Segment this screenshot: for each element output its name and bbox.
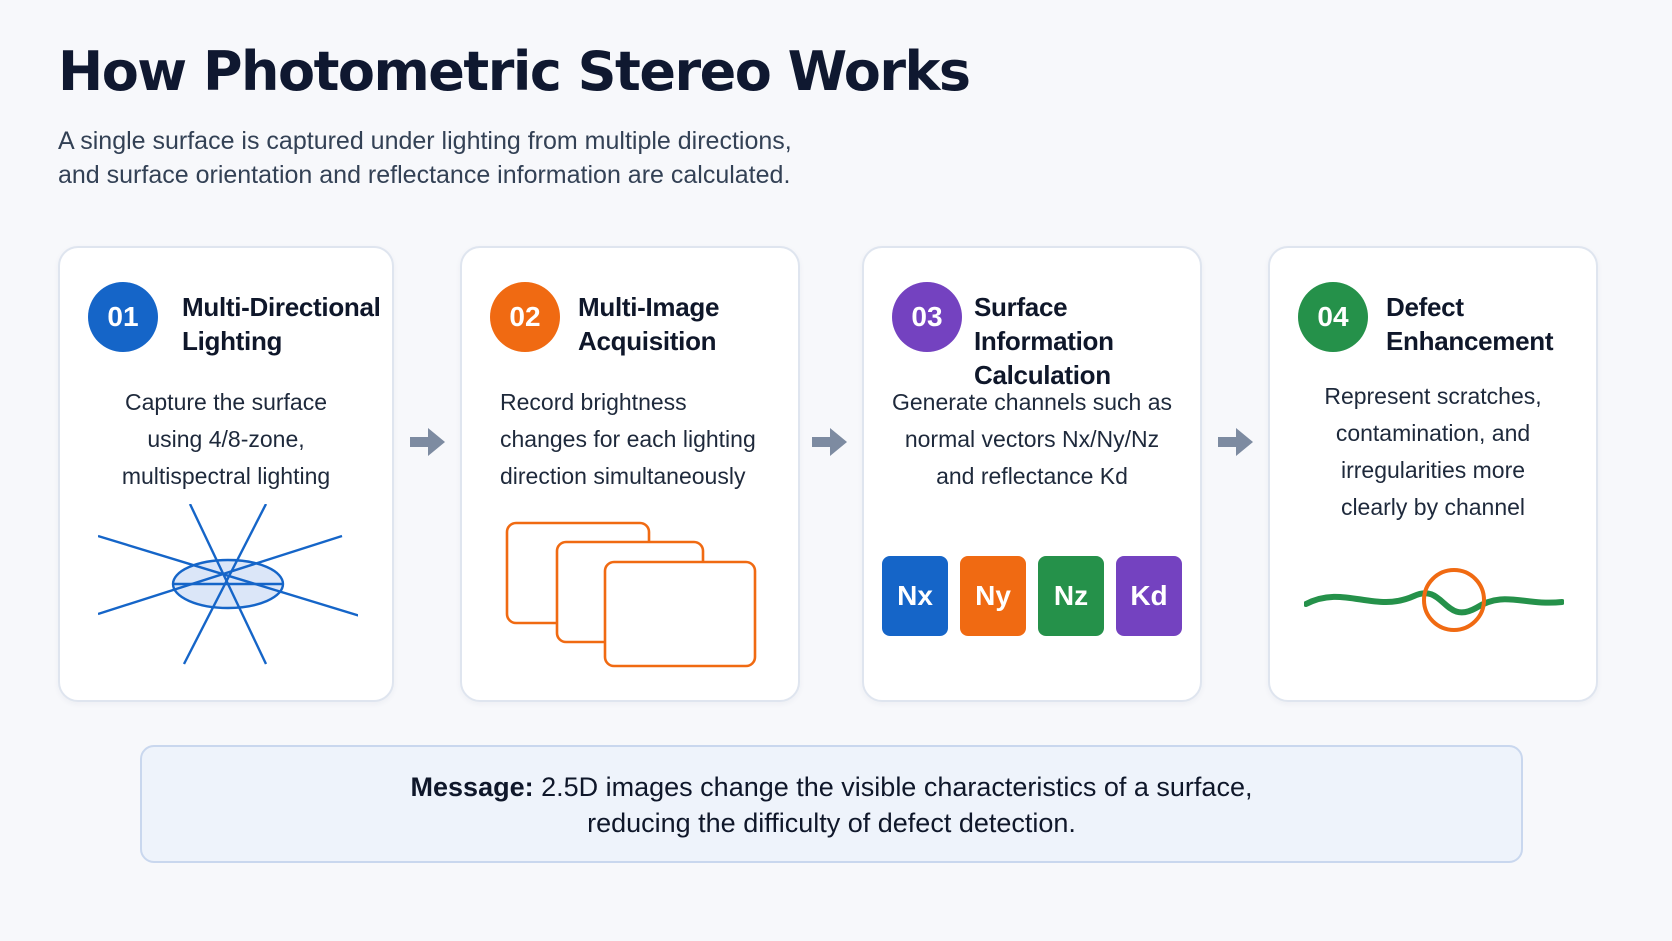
page-subtitle: A single surface is captured under light… — [58, 124, 958, 192]
message-label: Message: — [410, 772, 534, 802]
step-desc-line: contamination, and — [1335, 420, 1531, 446]
channel-chip-kd: Kd — [1116, 556, 1182, 636]
step-title-line: Acquisition — [578, 326, 717, 356]
step-title-line: Calculation — [974, 360, 1111, 390]
step-description: Record brightness changes for each light… — [500, 384, 788, 495]
message-line-1: 2.5D images change the visible character… — [541, 772, 1253, 802]
step-title-line: Defect — [1386, 292, 1464, 322]
step-title-line: Lighting — [182, 326, 283, 356]
step-card-1: 01 Multi-Directional Lighting Capture th… — [58, 246, 394, 702]
subtitle-line: and surface orientation and reflectance … — [58, 161, 791, 189]
step-desc-line: Generate channels such as — [891, 389, 1172, 415]
step-desc-line: multispectral lighting — [121, 463, 331, 489]
step-title: Surface Information Calculation — [974, 290, 1200, 392]
step-desc-line: clearly by channel — [1340, 494, 1526, 520]
step-desc-line: Represent scratches, — [1324, 383, 1542, 409]
page-title: How Photometric Stereo Works — [58, 40, 971, 103]
step-desc-line: and reflectance Kd — [936, 463, 1128, 489]
step-number-badge: 04 — [1298, 282, 1368, 352]
stacked-frames-icon — [505, 521, 757, 668]
step-desc-line: using 4/8-zone, — [147, 426, 305, 452]
step-description: Represent scratches, contamination, and … — [1280, 378, 1586, 526]
step-card-3: 03 Surface Information Calculation Gener… — [862, 246, 1202, 702]
channel-chip-ny: Ny — [960, 556, 1026, 636]
step-number-badge: 03 — [892, 282, 962, 352]
message-box: Message: 2.5D images change the visible … — [140, 745, 1523, 863]
step-card-4: 04 Defect Enhancement Represent scratche… — [1268, 246, 1598, 702]
step-title: Multi-Image Acquisition — [578, 290, 719, 358]
step-card-2: 02 Multi-Image Acquisition Record bright… — [460, 246, 800, 702]
step-description: Generate channels such as normal vectors… — [874, 384, 1190, 495]
arrow-right-icon — [410, 428, 445, 456]
step-title-line: Multi-Directional — [182, 292, 381, 322]
step-description: Capture the surface using 4/8-zone, mult… — [70, 384, 382, 495]
step-title: Multi-Directional Lighting — [182, 290, 381, 358]
step-desc-line: Capture the surface — [124, 389, 327, 415]
arrow-right-icon — [812, 428, 847, 456]
step-title-line: Multi-Image — [578, 292, 720, 322]
channel-chip-nz: Nz — [1038, 556, 1104, 636]
step-desc-line: direction simultaneously — [500, 463, 746, 489]
step-title: Defect Enhancement — [1386, 290, 1553, 358]
step-number-badge: 02 — [490, 282, 560, 352]
subtitle-line: A single surface is captured under light… — [58, 127, 792, 155]
step-desc-line: normal vectors Nx/Ny/Nz — [904, 426, 1160, 452]
step-desc-line: changes for each lighting — [500, 426, 756, 452]
defect-wave-icon — [1304, 568, 1564, 632]
message-line-2: reducing the difficulty of defect detect… — [587, 808, 1076, 838]
step-title-line: Enhancement — [1386, 326, 1554, 356]
channel-chip-nx: Nx — [882, 556, 948, 636]
light-rays-icon — [98, 504, 358, 665]
step-desc-line: Record brightness — [500, 389, 687, 415]
step-number-badge: 01 — [88, 282, 158, 352]
step-title-line: Surface Information — [974, 292, 1114, 356]
step-desc-line: irregularities more — [1340, 457, 1526, 483]
arrow-right-icon — [1218, 428, 1253, 456]
